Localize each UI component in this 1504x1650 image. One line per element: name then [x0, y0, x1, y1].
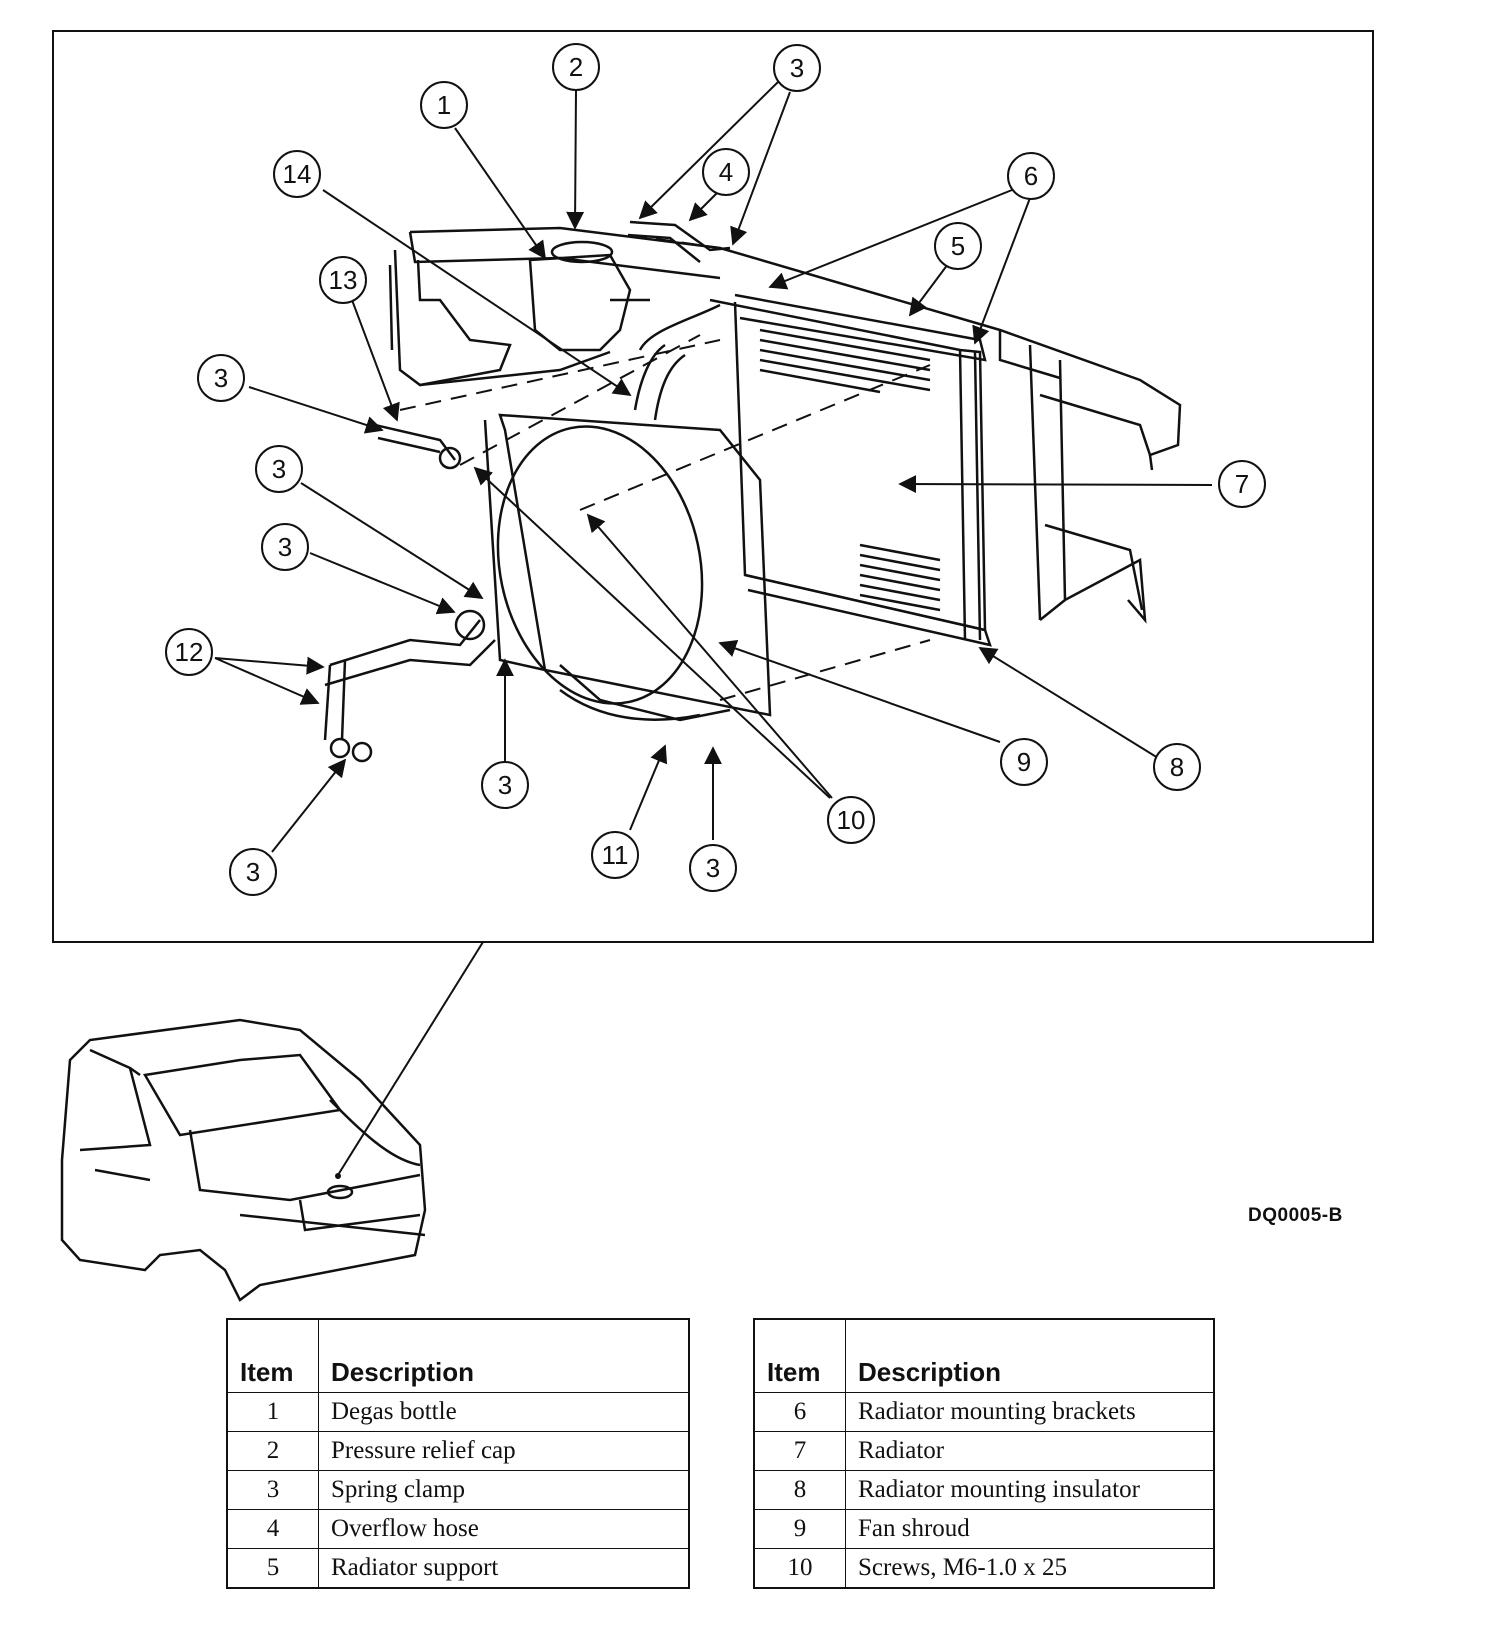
callout-14: 14	[283, 159, 312, 189]
callout-12: 12	[175, 637, 204, 667]
callout-1: 1	[437, 90, 451, 120]
item-description: Radiator	[845, 1431, 1215, 1471]
vehicle-inset	[60, 1018, 427, 1302]
table-row: 4 Overflow hose	[226, 1509, 690, 1549]
legend-table-left: Item Description 1 Degas bottle 2 Pressu…	[226, 1318, 690, 1589]
header-description: Description	[845, 1318, 1215, 1393]
callout-5: 5	[951, 231, 965, 261]
callout-6: 6	[1024, 161, 1038, 191]
callout-11: 11	[602, 840, 629, 870]
callout-3: 3	[214, 363, 228, 393]
callout-2: 2	[569, 52, 583, 82]
item-description: Radiator mounting brackets	[845, 1392, 1215, 1432]
lower-hose	[323, 609, 701, 763]
item-description: Radiator mounting insulator	[845, 1470, 1215, 1510]
degas-bottle	[528, 240, 650, 352]
callout-4: 4	[719, 157, 733, 187]
item-number: 4	[226, 1509, 319, 1549]
item-number: 3	[226, 1470, 319, 1510]
callout-3: 3	[278, 532, 292, 562]
callout-9: 9	[1017, 747, 1031, 777]
inset-pointer-dot	[335, 1173, 341, 1179]
item-number: 2	[226, 1431, 319, 1471]
table-row: 6 Radiator mounting brackets	[753, 1392, 1215, 1432]
callout-13: 13	[329, 265, 358, 295]
table-row: 7 Radiator	[753, 1431, 1215, 1471]
upper-hose	[633, 303, 721, 421]
legend-header-row: Item Description	[226, 1318, 690, 1393]
callout-labels: 1 2 3 4 6 14 5 13 3 7 3 3 12 3 9 8 10 11…	[175, 52, 1250, 887]
table-row: 8 Radiator mounting insulator	[753, 1470, 1215, 1510]
callout-3: 3	[246, 857, 260, 887]
leader-lines	[214, 81, 1213, 853]
legend-table-right: Item Description 6 Radiator mounting bra…	[753, 1318, 1215, 1589]
item-description: Overflow hose	[318, 1509, 690, 1549]
item-number: 1	[226, 1392, 319, 1432]
alignment-lines	[399, 234, 931, 701]
table-row: 2 Pressure relief cap	[226, 1431, 690, 1471]
item-number: 6	[753, 1392, 846, 1432]
radiator-support	[388, 226, 1182, 624]
item-description: Spring clamp	[318, 1470, 690, 1510]
radiator	[709, 293, 992, 647]
callout-7: 7	[1235, 469, 1249, 499]
callout-circles	[165, 43, 1266, 896]
item-number: 9	[753, 1509, 846, 1549]
table-row: 9 Fan shroud	[753, 1509, 1215, 1549]
item-description: Screws, M6-1.0 x 25	[845, 1548, 1215, 1589]
callout-3: 3	[790, 53, 804, 83]
detail-frame	[52, 30, 1374, 943]
table-row: 10 Screws, M6-1.0 x 25	[753, 1548, 1215, 1589]
callout-10: 10	[837, 805, 866, 835]
figure-code: DQ0005-B	[1248, 1205, 1343, 1226]
inset-pointer-line	[337, 941, 484, 1176]
header-item: Item	[226, 1318, 319, 1393]
item-description: Degas bottle	[318, 1392, 690, 1432]
table-row: 1 Degas bottle	[226, 1392, 690, 1432]
item-number: 5	[226, 1548, 319, 1589]
item-description: Radiator support	[318, 1548, 690, 1589]
item-number: 8	[753, 1470, 846, 1510]
callout-3: 3	[272, 454, 286, 484]
item-number: 7	[753, 1431, 846, 1471]
item-description: Pressure relief cap	[318, 1431, 690, 1471]
callout-3: 3	[498, 770, 512, 800]
header-description: Description	[318, 1318, 690, 1393]
table-row: 3 Spring clamp	[226, 1470, 690, 1510]
degas-hose	[374, 423, 462, 470]
callout-3: 3	[706, 853, 720, 883]
item-description: Fan shroud	[845, 1509, 1215, 1549]
table-row: 5 Radiator support	[226, 1548, 690, 1589]
callout-8: 8	[1170, 752, 1184, 782]
header-item: Item	[753, 1318, 846, 1393]
item-number: 10	[753, 1548, 846, 1589]
legend-header-row: Item Description	[753, 1318, 1215, 1393]
